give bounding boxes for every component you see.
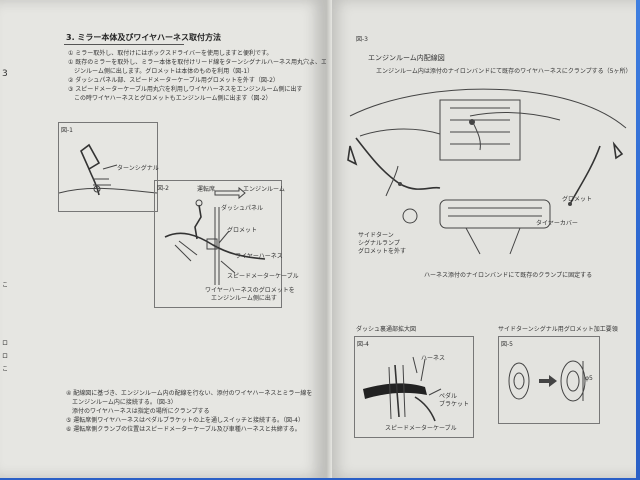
step-text: ③ スピードメーターケーブル用丸穴を利用しワイヤハーネスをエンジンルーム側に出す [68, 86, 303, 93]
step-text: ⑤ 運転席側ワイヤハーネスはペダルブラケットの上を通しスイッチと接続する。（図-… [66, 417, 304, 424]
left-page: 3 こ ロ ロ こ 3. ミラー本体及びワイヤハーネス取付方法 ① ミラー取外し… [2, 33, 333, 433]
step-text: ② ダッシュパネル部、スピードメーターケーブル用グロメットを外す（図-2） [68, 77, 279, 84]
figure-4-label: 図-4 [357, 341, 369, 348]
dash-panel-label: ダッシュパネル [221, 205, 264, 212]
figure-3-label: 図-3 [356, 36, 368, 43]
step-text: この時ワイヤハーネスとグロメットもエンジンルーム側に出ます（図-2） [68, 95, 272, 102]
heading-underline [64, 44, 184, 45]
figure-3-title: エンジンルーム内配線図 [368, 54, 445, 62]
grommet-right-label: グロメット [562, 196, 593, 203]
harness-label: ハーネス [421, 355, 446, 362]
figure-5-section-title: サイドターンシグナル用グロメット加工要領 [498, 326, 618, 333]
figure-5-label: 図-5 [501, 341, 513, 348]
dash-drawing [164, 186, 266, 285]
dash-detail-drawing [363, 356, 442, 422]
step-text: ① 既存のミラーを取外し、ミラー本体を取付けリード線をターンシグナルハーネス用丸… [68, 59, 333, 66]
margin-glyph: 3 [2, 69, 8, 79]
page-gutter [326, 0, 332, 478]
clamp-note: ハーネス添付のナイロンバンドにて既存のクランプに固定する [424, 272, 593, 279]
figure-4: 図-4 ハーネス ペダル ブラケット スピードメーターケーブル [354, 336, 474, 438]
step-text: ① ミラー取外し、取付けにはボックスドライバーを使用しますと便利です。 [68, 50, 273, 57]
figure-2-label: 図-2 [157, 185, 169, 192]
engine-room-label: エンジンルーム [243, 186, 285, 193]
figure-1-note: ターンシグナル [117, 165, 159, 172]
figure-1-label: 図-1 [61, 127, 73, 134]
margin-glyph: ロ [2, 340, 9, 347]
speed-cable-label: スピードメーターケーブル [227, 273, 299, 280]
step-text: ジンルーム側に出します。グロメットは本体のものを利用（図-1） [68, 68, 254, 75]
margin-glyph: こ [2, 366, 9, 373]
margin-glyph: ロ [2, 353, 9, 360]
section-heading: 3. ミラー本体及びワイヤハーネス取付方法 [66, 33, 221, 42]
step-text: ⑥ 運転席側クランプの位置はスピードメーターケーブル及び車種ハーネスと共締する。 [66, 426, 301, 433]
figure-2: 図-2 運転席 エンジンルーム ダッシュパネル グロメット ワイヤーハーネス ス… [154, 180, 299, 308]
figure-3-description: エンジンルーム内は添付のナイロンバンドにて既存のワイヤハーネスにクランプする（5… [376, 68, 632, 75]
figure-5: 図-5 φ5 [498, 336, 600, 424]
right-page: 図-3 エンジンルーム内配線図 エンジンルーム内は添付のナイロンバンドにて既存の… [326, 0, 636, 478]
turn-signal-label: シグナルランプ [358, 240, 400, 247]
step-text: ④ 配線図に基づき、エンジンルーム内の配線を行ない、添付のワイヤハーネスとミラー… [66, 390, 313, 397]
wire-label: ワイヤーハーネス [235, 253, 283, 260]
step-text: エンジンルーム内に接続する。（図-3） [66, 399, 177, 406]
dimension-label: φ5 [585, 375, 593, 382]
turn-signal-label: サイドターン [358, 232, 394, 239]
margin-glyph: こ [2, 282, 9, 289]
figure-1: 図-1 ターンシグナル [58, 122, 159, 212]
figure-4-section-title: ダッシュ裏通部拡大図 [356, 326, 417, 333]
speedometer-cable-label: スピードメーターケーブル [385, 425, 457, 432]
arrow-from-label: 運転席 [197, 186, 216, 193]
grommet-drawing [508, 360, 586, 402]
pedal-label: ペダル [439, 393, 458, 400]
cable-label: タイヤーカバー [536, 220, 578, 227]
mirror-drawing [58, 143, 158, 196]
step-text: 添付のワイヤハーネスは指定の場所にクランプする [66, 408, 210, 415]
engine-room-drawing [347, 88, 627, 255]
figure-2-caption: エンジンルーム側に出す [211, 295, 277, 302]
turn-signal-label: グロメットを外す [358, 248, 407, 255]
figure-2-caption: ワイヤーハーネスのグロメットを [205, 287, 295, 294]
grommet-label: グロメット [227, 227, 258, 234]
bracket-label: ブラケット [439, 401, 470, 408]
